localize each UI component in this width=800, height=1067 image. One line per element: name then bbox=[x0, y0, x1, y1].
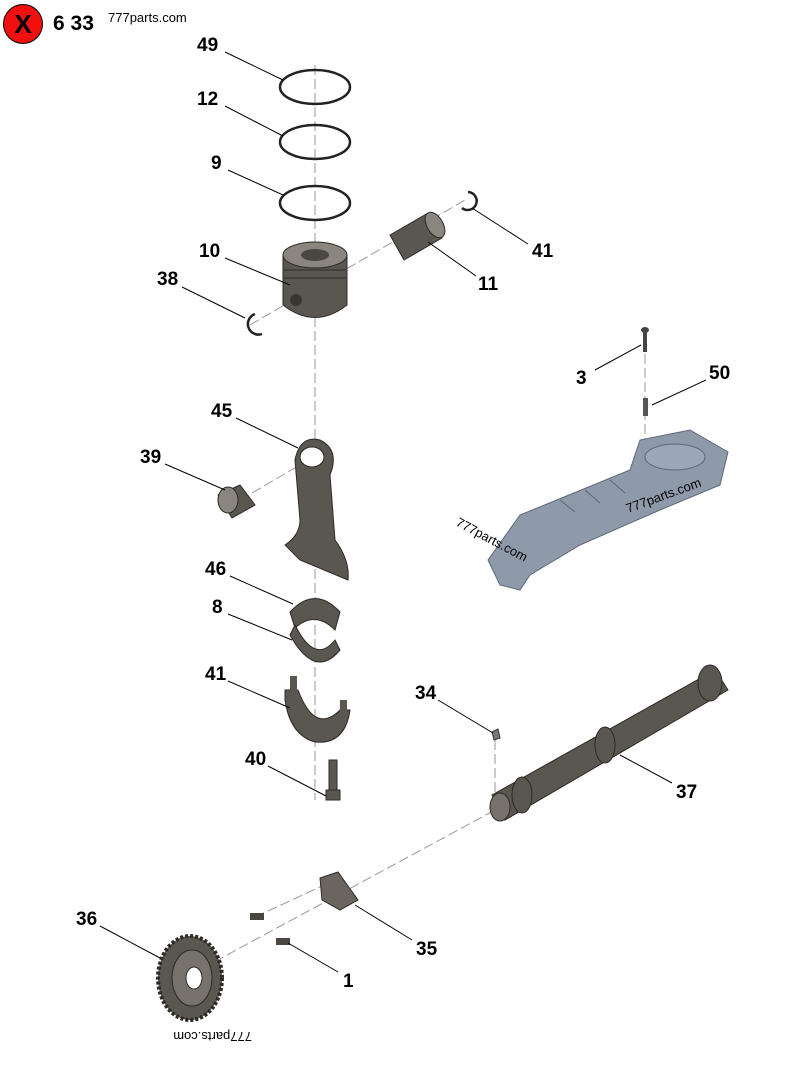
bearing-shell-8 bbox=[289, 623, 341, 663]
piston-ring-9 bbox=[278, 184, 352, 222]
callout-41-cap[interactable]: 41 bbox=[205, 664, 227, 685]
watermark: 777parts.com bbox=[108, 10, 187, 25]
callout-39[interactable]: 39 bbox=[140, 447, 161, 468]
camshaft-gear bbox=[156, 934, 224, 1022]
piston bbox=[282, 241, 348, 318]
callout-37[interactable]: 37 bbox=[676, 782, 697, 803]
callout-9[interactable]: 9 bbox=[211, 153, 222, 174]
callout-12[interactable]: 12 bbox=[197, 89, 218, 110]
callout-34[interactable]: 34 bbox=[415, 683, 437, 704]
callout-49[interactable]: 49 bbox=[197, 35, 218, 56]
bolt-1 bbox=[276, 938, 290, 945]
piston-ring-12 bbox=[278, 123, 352, 161]
page-indicator: 6 33 bbox=[53, 12, 94, 35]
thrust-plate bbox=[319, 871, 359, 911]
bolt bbox=[250, 913, 264, 920]
piston-pin bbox=[389, 211, 446, 261]
callout-41-pin[interactable]: 41 bbox=[532, 241, 554, 262]
rod-bolt bbox=[325, 759, 341, 801]
callout-11[interactable]: 11 bbox=[478, 274, 499, 295]
manifold bbox=[487, 429, 729, 591]
piston-ring-49 bbox=[278, 68, 352, 106]
leader-lines bbox=[99, 51, 707, 973]
cylinder-head-bolt bbox=[641, 327, 649, 416]
connecting-rod bbox=[284, 438, 349, 581]
callout-35[interactable]: 35 bbox=[416, 939, 438, 960]
callout-3[interactable]: 3 bbox=[576, 368, 587, 389]
snap-ring-41 bbox=[461, 190, 478, 212]
bearing-shell-46 bbox=[289, 598, 341, 631]
camshaft bbox=[489, 664, 729, 822]
bushing-axis bbox=[239, 461, 306, 501]
rod-bushing bbox=[217, 484, 256, 519]
callout-40[interactable]: 40 bbox=[245, 749, 266, 770]
callout-1[interactable]: 1 bbox=[343, 971, 354, 992]
watermark: 777parts.com bbox=[173, 1029, 252, 1044]
callout-8[interactable]: 8 bbox=[212, 597, 223, 618]
callout-50[interactable]: 50 bbox=[709, 363, 730, 384]
callout-46[interactable]: 46 bbox=[205, 559, 226, 580]
close-button[interactable]: X bbox=[3, 4, 43, 44]
callout-10[interactable]: 10 bbox=[199, 241, 220, 262]
snap-ring-38 bbox=[246, 312, 263, 336]
woodruff-key bbox=[491, 728, 501, 741]
rod-cap bbox=[284, 676, 351, 743]
callout-38[interactable]: 38 bbox=[157, 269, 178, 290]
callout-45[interactable]: 45 bbox=[211, 401, 233, 422]
callout-36[interactable]: 36 bbox=[76, 909, 97, 930]
